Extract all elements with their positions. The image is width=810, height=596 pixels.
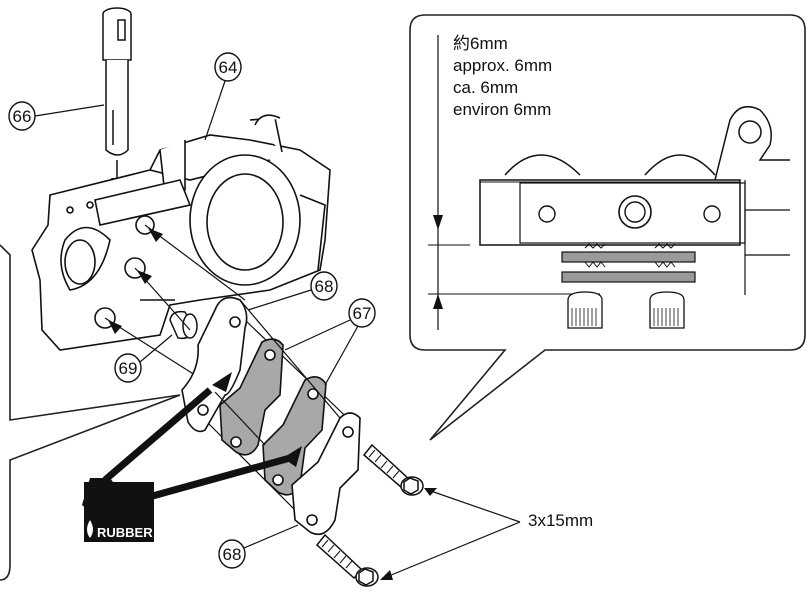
rubber-plug [169,310,198,340]
dimension-note-en: approx. 6mm [453,56,553,75]
screw-upper [362,443,424,496]
dimension-notes: 約6mm approx. 6mm ca. 6mm environ 6mm [453,33,552,121]
apply-arrow-2 [283,446,302,467]
svg-text:67: 67 [353,304,372,323]
gasket-67-first [219,338,284,456]
screw-leaders [383,489,521,579]
label-69: 69 [114,334,173,383]
gasket-67-second [262,376,327,496]
label-68-bottom: 68 [218,524,299,569]
apply-arrow-1 [212,372,232,392]
rubber-adhesive-tube: RUBBER [82,387,291,542]
svg-text:68: 68 [223,545,242,564]
svg-text:64: 64 [219,58,238,77]
left-callout-edge [0,244,181,581]
part-66-shaft [102,7,132,156]
dimension-note-de: ca. 6mm [453,78,519,97]
label-64: 64 [204,52,242,141]
label-68-top: 68 [247,271,338,311]
screw-lower [315,533,379,587]
svg-text:66: 66 [13,107,32,126]
dimension-note-fr: environ 6mm [453,100,552,119]
svg-text:69: 69 [119,359,138,378]
detail-callout [409,14,806,441]
label-66: 66 [8,101,105,131]
label-67: 67 [284,298,376,386]
part-64-housing [31,114,331,351]
dimension-note-ja: 約6mm [453,34,508,53]
svg-text:68: 68 [315,277,334,296]
screw-size-label: 3x15mm [528,511,594,530]
rubber-label: RUBBER [97,525,153,540]
plate-68-bottom [291,412,361,536]
